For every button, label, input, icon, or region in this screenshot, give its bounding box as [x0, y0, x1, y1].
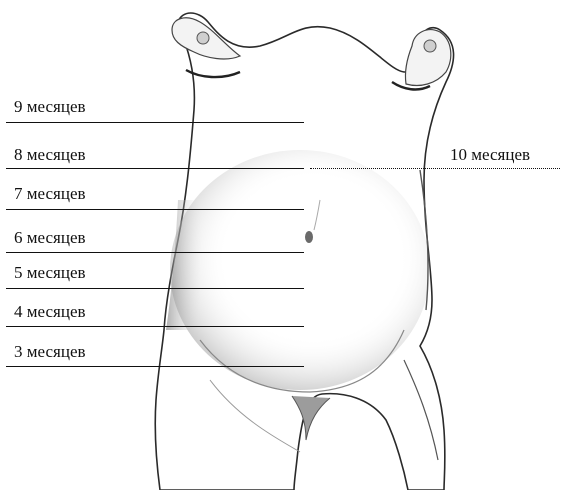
navel: [305, 231, 313, 243]
right-nipple: [424, 40, 436, 52]
line-3-months: [6, 366, 304, 367]
label-7-months: 7 месяцев: [14, 185, 86, 203]
label-6-months: 6 месяцев: [14, 229, 86, 247]
left-nipple: [197, 32, 209, 44]
label-10-months: 10 месяцев: [450, 146, 530, 164]
line-4-months: [6, 326, 304, 327]
label-4-months: 4 месяцев: [14, 303, 86, 321]
line-5-months: [6, 288, 304, 289]
line-8-months: [6, 168, 304, 169]
label-5-months: 5 месяцев: [14, 264, 86, 282]
label-9-months: 9 месяцев: [14, 98, 86, 116]
line-7-months: [6, 209, 304, 210]
label-8-months: 8 месяцев: [14, 146, 86, 164]
line-9-months: [6, 122, 304, 123]
label-3-months: 3 месяцев: [14, 343, 86, 361]
line-10-months: [310, 168, 560, 169]
line-6-months: [6, 252, 304, 253]
